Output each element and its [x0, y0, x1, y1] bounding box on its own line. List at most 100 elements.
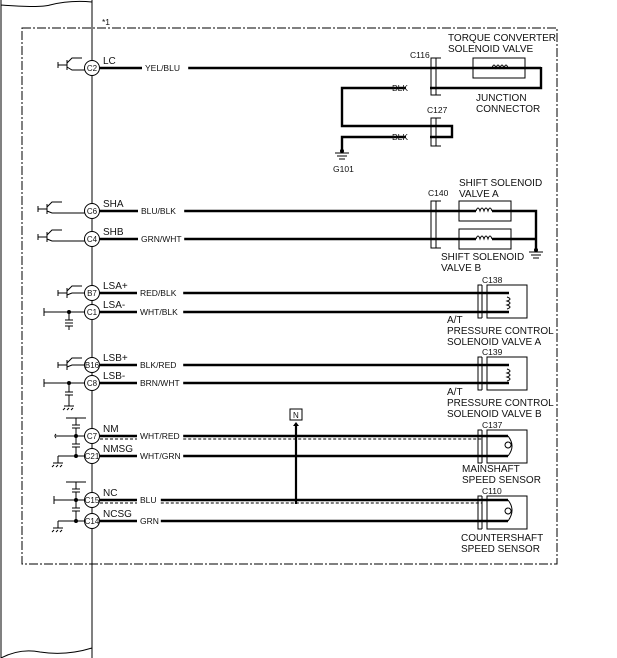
- pin-number: C1: [87, 308, 98, 317]
- signal-name: NC: [103, 488, 117, 499]
- mss-label-2: SPEED SENSOR: [462, 475, 541, 486]
- signal-name: SHA: [103, 199, 124, 210]
- wire-color: BLK/RED: [140, 360, 176, 370]
- signal-name: NMSG: [103, 444, 133, 455]
- wire-color: WHT/BLK: [140, 307, 178, 317]
- pin-number: C8: [87, 379, 98, 388]
- pin-circle: [84, 375, 100, 391]
- ground-label-g101: G101: [333, 164, 354, 174]
- pin-number: C15: [85, 496, 100, 505]
- pin-number: C6: [87, 207, 98, 216]
- connector-c110: C110: [482, 486, 502, 496]
- wire-color: GRN/WHT: [141, 234, 182, 244]
- transistor-shb: [37, 229, 86, 242]
- junction-label-2: CONNECTOR: [476, 104, 540, 115]
- pcs-a-device: [477, 284, 528, 319]
- ecm-pin-lc: C2 LC YEL/BLU: [84, 56, 430, 76]
- ecm-pin-lsa: C1 LSA- WHT/BLK: [84, 300, 482, 320]
- signal-name: LSB-: [103, 371, 125, 382]
- filter-lsa-minus: [43, 308, 86, 330]
- css-label-1: COUNTERSHAFT: [461, 533, 543, 544]
- wire-color: BRN/WHT: [140, 378, 180, 388]
- connector-c140: C140: [428, 188, 449, 198]
- ecm-pin-sha: C6 SHA BLU/BLK: [84, 199, 430, 219]
- filter-nm: [51, 417, 86, 468]
- pin-number: C7: [87, 432, 98, 441]
- shift-solenoid-circuit: [430, 200, 543, 259]
- signal-name: NCSG: [103, 509, 132, 520]
- connector-c139: C139: [482, 347, 503, 357]
- ecm-pin-shb: C4 SHB GRN/WHT: [84, 227, 430, 247]
- wire-color: YEL/BLU: [145, 63, 180, 73]
- pin-circle: [84, 492, 100, 508]
- ssb-label-2: VALVE B: [441, 263, 482, 274]
- transistor-lsa: [57, 285, 86, 298]
- pin-circle: [84, 304, 100, 320]
- wire-color: WHT/RED: [140, 431, 180, 441]
- connector-c138: C138: [482, 275, 503, 285]
- pcs-b-device: [477, 356, 528, 391]
- pin-circle: [84, 203, 100, 219]
- css-label-2: SPEED SENSOR: [461, 544, 540, 555]
- pcsa-label-3: SOLENOID VALVE A: [447, 337, 541, 348]
- ssa-label-2: VALVE A: [459, 189, 499, 200]
- ecm-pin-lsa: B7 LSA+ RED/BLK: [84, 281, 482, 301]
- filter-lsb-minus: [43, 379, 86, 411]
- pin-number: C2: [87, 64, 98, 73]
- junction-label-1: JUNCTION: [476, 93, 527, 104]
- wire-color: BLU/BLK: [141, 206, 176, 216]
- countershaft-sensor-device: [477, 495, 528, 530]
- pin-number: C4: [87, 235, 98, 244]
- signal-name: LC: [103, 56, 116, 67]
- tcc-label-1: TORQUE CONVERTER: [448, 33, 556, 44]
- wire-color: GRN: [140, 516, 159, 526]
- signal-name: LSB+: [103, 353, 128, 364]
- shield-connection: [289, 408, 303, 504]
- ssa-label-1: SHIFT SOLENOID: [459, 178, 542, 189]
- wire-color-blk-1: BLK: [392, 83, 408, 93]
- wire-color-blk-2: BLK: [392, 132, 408, 142]
- pin-circle: [84, 448, 100, 464]
- mss-label-1: MAINSHAFT: [462, 464, 520, 475]
- signal-name: SHB: [103, 227, 124, 238]
- transistor-lsb: [57, 357, 86, 370]
- wire-color: RED/BLK: [140, 288, 177, 298]
- ecm-module-outline: [0, 0, 93, 658]
- pin-circle: [84, 285, 100, 301]
- pin-circle: [84, 60, 100, 76]
- mainshaft-sensor-device: [477, 429, 528, 464]
- pin-number: C14: [85, 517, 100, 526]
- module-note: *1: [102, 17, 110, 27]
- pin-circle: [84, 513, 100, 529]
- pin-number: C21: [85, 452, 100, 461]
- tcc-circuit: [335, 57, 543, 160]
- connector-c116: C116: [410, 50, 430, 60]
- transistor-lc: [57, 57, 86, 71]
- shield-marker-n: N: [293, 411, 299, 420]
- signal-name: LSA-: [103, 300, 125, 311]
- ssb-label-1: SHIFT SOLENOID: [441, 252, 524, 263]
- pin-number: B16: [85, 361, 100, 370]
- pcsa-label-2: PRESSURE CONTROL: [447, 326, 554, 337]
- pcsb-label-2: PRESSURE CONTROL: [447, 398, 554, 409]
- transistor-sha: [37, 201, 86, 214]
- wire-color: BLU: [140, 495, 157, 505]
- filter-nc: [51, 481, 86, 533]
- connector-c127: C127: [427, 105, 448, 115]
- pcsb-label-1: A/T: [447, 387, 463, 398]
- tcc-label-2: SOLENOID VALVE: [448, 44, 534, 55]
- pin-circle: [84, 231, 100, 247]
- pcsa-label-1: A/T: [447, 315, 463, 326]
- ecm-pin-lsb: C8 LSB- BRN/WHT: [84, 371, 482, 391]
- pcsb-label-3: SOLENOID VALVE B: [447, 409, 542, 420]
- pin-number: B7: [87, 289, 97, 298]
- signal-name: LSA+: [103, 281, 128, 292]
- module-boundary: [21, 27, 558, 565]
- pin-circle: [84, 428, 100, 444]
